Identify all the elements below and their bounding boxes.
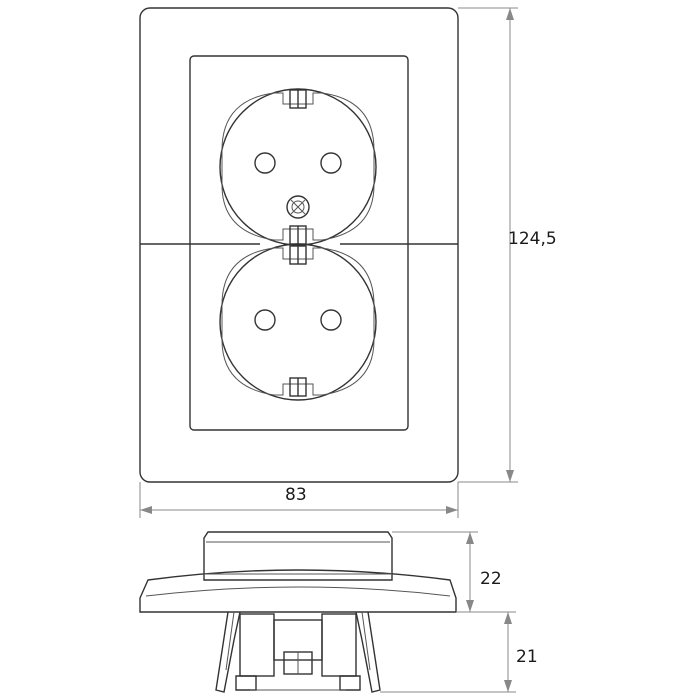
front-view <box>139 7 459 483</box>
socket-outer-ring <box>219 243 377 401</box>
pin-hole-right <box>320 152 342 174</box>
depth-front-dimension: 22 <box>392 531 502 613</box>
arrow-head <box>504 612 512 624</box>
arrow-head <box>140 506 152 514</box>
arrow-head <box>466 532 474 544</box>
depth-back-dimension: 21 <box>380 611 538 693</box>
pin-hole-left <box>254 152 276 174</box>
side-view <box>139 531 457 693</box>
center-screw <box>286 195 310 219</box>
depth-back-label: 21 <box>516 647 538 667</box>
height-dimension: 124,5 <box>458 7 557 483</box>
arrow-head <box>504 680 512 692</box>
arrow-head <box>446 506 458 514</box>
side-top-cover <box>203 531 393 581</box>
lower-socket <box>219 243 377 401</box>
width-dimension: 83 <box>139 482 459 518</box>
pin-hole-right <box>320 309 342 331</box>
width-dimension-label: 83 <box>285 485 307 505</box>
arrow-head <box>506 470 514 482</box>
pin-hole-left <box>254 309 276 331</box>
depth-front-label: 22 <box>480 569 502 589</box>
side-mechanism <box>215 611 381 693</box>
outer-frame <box>139 7 459 483</box>
inner-frame <box>189 55 409 431</box>
socket-outer-ring <box>219 88 377 246</box>
arrow-head <box>506 8 514 20</box>
socket-recess-outline <box>221 92 375 241</box>
arrow-head <box>466 600 474 612</box>
height-dimension-label: 124,5 <box>508 229 557 249</box>
upper-socket <box>219 88 377 246</box>
socket-recess-outline <box>221 247 375 396</box>
side-frame-plate <box>139 569 457 613</box>
